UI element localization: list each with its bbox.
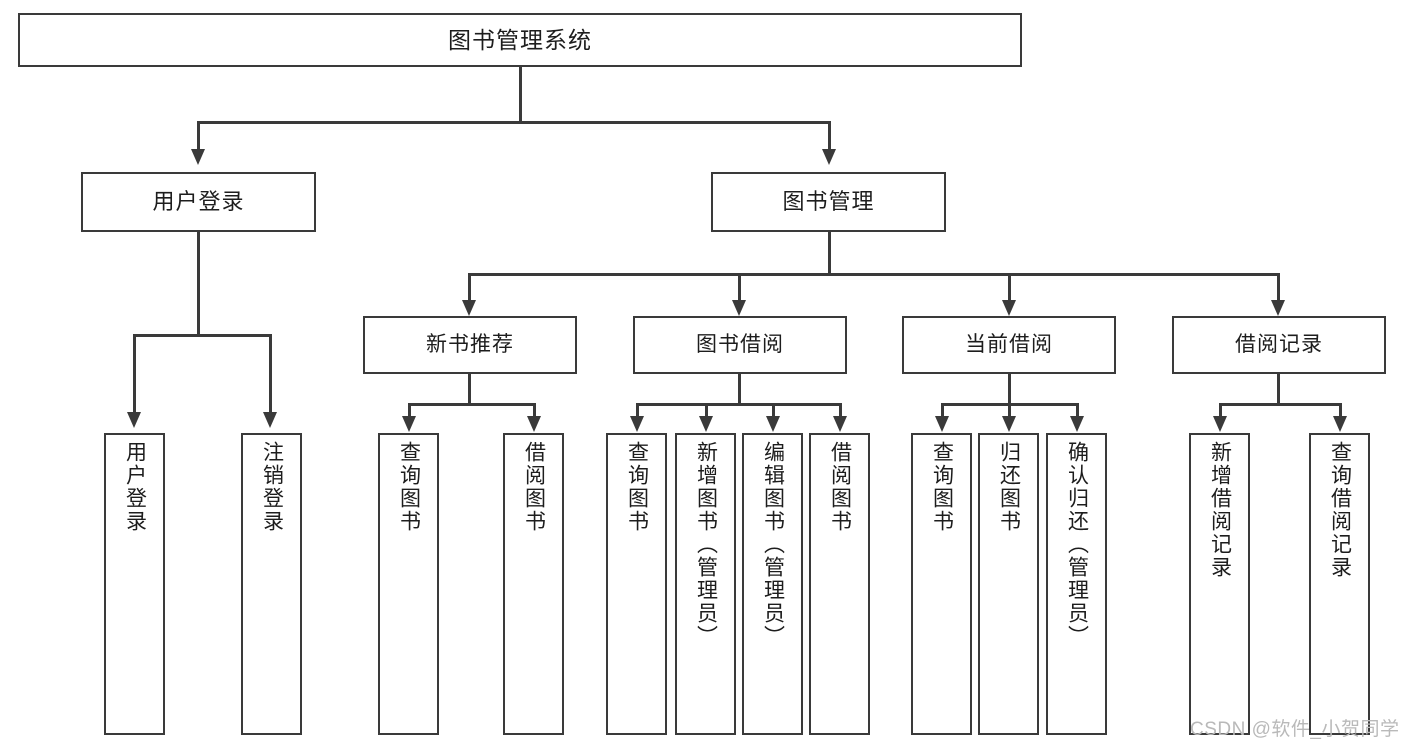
connector-newbook-leaf1 xyxy=(408,403,411,416)
node-label: 借阅图书 xyxy=(522,441,546,533)
node-label: 图书管理系统 xyxy=(448,26,592,53)
node-label: 用户登录 xyxy=(152,189,245,215)
node-label: 查询图书 xyxy=(930,441,954,533)
arrowhead-book-mgmt-borrow xyxy=(732,300,746,316)
node-new-book-recommend[interactable]: 新书推荐 xyxy=(363,316,577,374)
connector-records-bus xyxy=(1219,403,1341,406)
connector-root-stem xyxy=(519,67,522,122)
arrowhead-borrow-leaf4 xyxy=(833,416,847,432)
node-label: 用户登录 xyxy=(123,441,147,533)
leaf-add-borrow-record[interactable]: 新增借阅记录 xyxy=(1189,433,1250,735)
connector-book-mgmt-to-records xyxy=(1277,273,1280,300)
connector-user-login-bus xyxy=(133,334,270,337)
node-label: 图书借阅 xyxy=(696,332,784,356)
connector-root-to-book-mgmt xyxy=(828,121,831,149)
leaf-edit-book-admin[interactable]: 编辑图书（管理员） xyxy=(742,433,803,735)
node-label: 新增借阅记录 xyxy=(1208,441,1232,579)
connector-records-leaf2 xyxy=(1339,403,1342,416)
node-label: 归还图书 xyxy=(997,441,1021,533)
node-label: 确认归还（管理员） xyxy=(1065,441,1089,648)
node-label: 查询借阅记录 xyxy=(1328,441,1352,579)
arrowhead-user-login-leaf1 xyxy=(127,412,141,428)
arrowhead-current-leaf2 xyxy=(1002,416,1016,432)
node-label: 借阅记录 xyxy=(1235,332,1323,356)
arrowhead-book-mgmt-newbook xyxy=(462,300,476,316)
arrowhead-current-leaf1 xyxy=(935,416,949,432)
arrowhead-newbook-leaf2 xyxy=(527,416,541,432)
arrowhead-user-login-leaf2 xyxy=(263,412,277,428)
connector-book-mgmt-stem xyxy=(828,232,831,274)
node-current-borrow[interactable]: 当前借阅 xyxy=(902,316,1116,374)
leaf-borrow-books-recommend[interactable]: 借阅图书 xyxy=(503,433,564,735)
arrowhead-borrow-leaf1 xyxy=(630,416,644,432)
node-label: 注销登录 xyxy=(260,441,284,533)
leaf-logout[interactable]: 注销登录 xyxy=(241,433,302,735)
node-label: 查询图书 xyxy=(397,441,421,533)
leaf-add-book-admin[interactable]: 新增图书（管理员） xyxy=(675,433,736,735)
node-label: 查询图书 xyxy=(625,441,649,533)
arrowhead-borrow-leaf3 xyxy=(766,416,780,432)
leaf-query-books-borrow[interactable]: 查询图书 xyxy=(606,433,667,735)
node-label: 新书推荐 xyxy=(426,332,514,356)
arrowhead-root-to-user-login xyxy=(191,149,205,165)
connector-borrow-leaf2 xyxy=(705,403,708,416)
node-book-management[interactable]: 图书管理 xyxy=(711,172,946,232)
connector-book-mgmt-to-current xyxy=(1008,273,1011,300)
leaf-borrow-books-borrow[interactable]: 借阅图书 xyxy=(809,433,870,735)
connector-borrow-bus xyxy=(636,403,840,406)
connector-user-login-to-leaf1 xyxy=(133,334,136,412)
node-label: 新增图书（管理员） xyxy=(694,441,718,648)
connector-records-leaf1 xyxy=(1219,403,1222,416)
node-label: 图书管理 xyxy=(782,189,875,215)
node-borrow-records[interactable]: 借阅记录 xyxy=(1172,316,1386,374)
leaf-user-login[interactable]: 用户登录 xyxy=(104,433,165,735)
arrowhead-borrow-leaf2 xyxy=(699,416,713,432)
connector-user-login-stem xyxy=(197,232,200,335)
connector-borrow-leaf4 xyxy=(839,403,842,416)
leaf-query-books-current[interactable]: 查询图书 xyxy=(911,433,972,735)
node-user-login[interactable]: 用户登录 xyxy=(81,172,316,232)
node-label: 借阅图书 xyxy=(828,441,852,533)
connector-borrow-leaf1 xyxy=(636,403,639,416)
arrowhead-records-leaf1 xyxy=(1213,416,1227,432)
connector-current-leaf3 xyxy=(1076,403,1079,416)
connector-root-bus xyxy=(197,121,831,124)
connector-newbook-leaf2 xyxy=(533,403,536,416)
leaf-return-books[interactable]: 归还图书 xyxy=(978,433,1039,735)
node-book-borrow[interactable]: 图书借阅 xyxy=(633,316,847,374)
connector-borrow-leaf3 xyxy=(772,403,775,416)
connector-current-leaf2 xyxy=(1008,403,1011,416)
node-root-system[interactable]: 图书管理系统 xyxy=(18,13,1022,67)
connector-current-stem xyxy=(1008,374,1011,404)
arrowhead-records-leaf2 xyxy=(1333,416,1347,432)
connector-root-to-user-login xyxy=(197,121,200,149)
node-label: 当前借阅 xyxy=(965,332,1053,356)
connector-current-leaf1 xyxy=(941,403,944,416)
arrowhead-newbook-leaf1 xyxy=(402,416,416,432)
leaf-query-borrow-record[interactable]: 查询借阅记录 xyxy=(1309,433,1370,735)
arrowhead-current-leaf3 xyxy=(1070,416,1084,432)
connector-borrow-stem xyxy=(738,374,741,404)
leaf-confirm-return-admin[interactable]: 确认归还（管理员） xyxy=(1046,433,1107,735)
arrowhead-root-to-book-mgmt xyxy=(822,149,836,165)
connector-records-stem xyxy=(1277,374,1280,404)
connector-book-mgmt-to-newbook xyxy=(468,273,471,300)
leaf-query-books-recommend[interactable]: 查询图书 xyxy=(378,433,439,735)
node-label: 编辑图书（管理员） xyxy=(761,441,785,648)
arrowhead-book-mgmt-records xyxy=(1271,300,1285,316)
connector-newbook-bus xyxy=(408,403,535,406)
connector-book-mgmt-bus xyxy=(468,273,1279,276)
connector-newbook-stem xyxy=(468,374,471,404)
connector-book-mgmt-to-borrow xyxy=(738,273,741,300)
arrowhead-book-mgmt-current xyxy=(1002,300,1016,316)
connector-user-login-to-leaf2 xyxy=(269,334,272,412)
